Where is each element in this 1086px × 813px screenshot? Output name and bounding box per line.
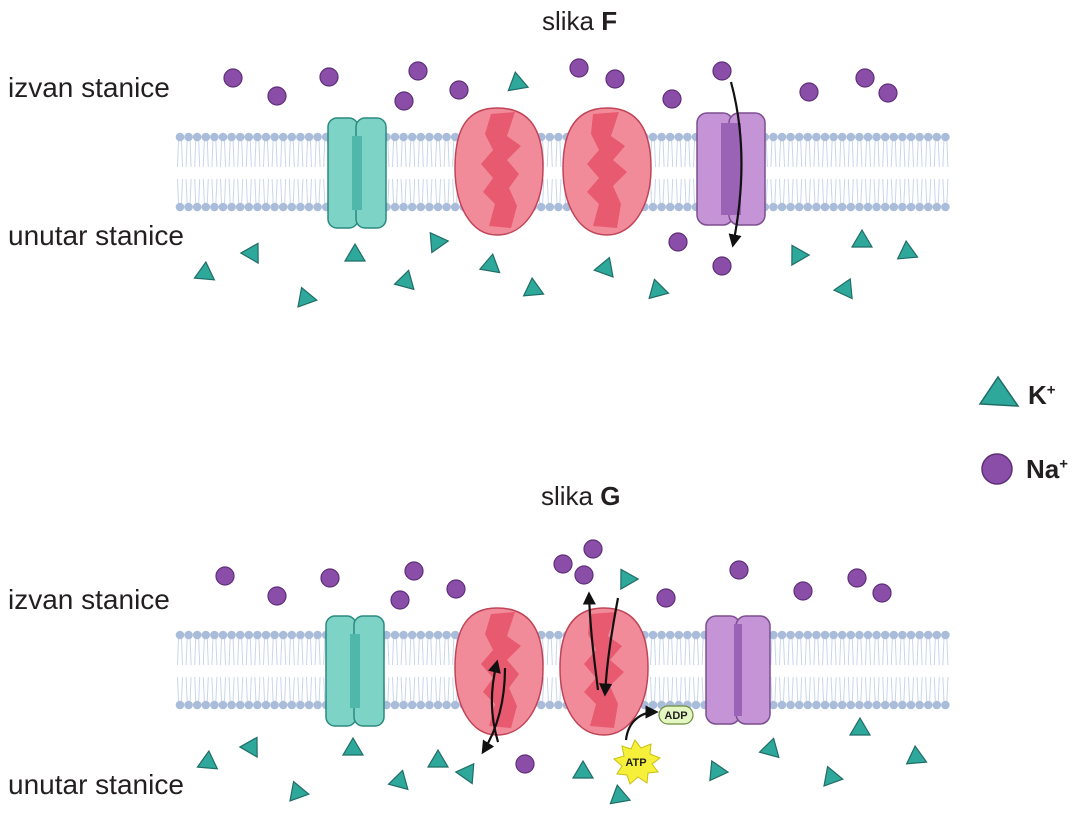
sodium-channel-f (696, 112, 766, 226)
sodium-ion (446, 579, 466, 599)
sodium-ion (662, 89, 682, 109)
pump-arrow-up-left-g (488, 659, 501, 743)
sodium-ion (855, 68, 875, 88)
sodium-ion (404, 561, 424, 581)
potassium-ion (709, 759, 730, 782)
outside-label-g: izvan stanice (8, 584, 170, 615)
outside-label-f: izvan stanice (8, 72, 170, 103)
adp-label: ADP (664, 710, 687, 722)
sodium-ion (656, 588, 676, 608)
ions-panel-g (196, 539, 928, 805)
potassium-ion (609, 783, 632, 805)
sodium-ion (583, 539, 603, 559)
sodium-ion (267, 86, 287, 106)
potassium-ion (343, 242, 367, 262)
title-f: slika F (542, 6, 618, 36)
sodium-ion (553, 554, 573, 574)
potassium-ion (593, 256, 614, 278)
potassium-ion (393, 269, 415, 291)
sodium-ion (408, 61, 428, 81)
sodium-influx-arrow-f (728, 81, 743, 248)
sodium-ion (320, 568, 340, 588)
potassium-ion (758, 737, 780, 759)
sodium-ion (729, 560, 749, 580)
sodium-ion (515, 754, 535, 774)
potassium-ion (896, 239, 919, 260)
sodium-ion (793, 581, 813, 601)
title-g: slika G (541, 481, 621, 511)
sodium-ion (574, 565, 594, 585)
potassium-ion (571, 759, 595, 779)
pump-arrow-up-right-g (582, 591, 600, 691)
sodium-legend-circle-icon (981, 453, 1013, 485)
sodium-ion (878, 83, 898, 103)
potassium-ion (454, 762, 475, 785)
sodium-ion (267, 586, 287, 606)
pump-arrow-down-left-g (481, 667, 507, 755)
potassium-ion (426, 748, 450, 768)
potassium-ion (238, 736, 258, 759)
potassium-ion (905, 744, 928, 765)
potassium-ion (507, 70, 530, 92)
ions-panel-f (193, 58, 919, 308)
potassium-ion (648, 278, 670, 300)
potassium-ion (289, 780, 310, 802)
atp-to-adp-arrow (624, 705, 659, 741)
sodium-ion (712, 256, 732, 276)
potassium-ion (341, 736, 365, 756)
na-k-pump-right-g (559, 607, 649, 736)
sodium-ion (712, 61, 732, 81)
adp-badge: ADP (658, 705, 694, 725)
inside-label-f: unutar stanice (8, 220, 184, 251)
potassium-ion (429, 231, 450, 254)
potassium-ion (478, 252, 501, 274)
sodium-ion (799, 82, 819, 102)
atp-label: ATP (625, 757, 646, 769)
sodium-ion (569, 58, 589, 78)
inside-label-g: unutar stanice (8, 769, 184, 800)
sodium-ion (390, 590, 410, 610)
potassium-ion (297, 286, 318, 308)
potassium-ion (848, 716, 872, 736)
sodium-ion (668, 232, 688, 252)
potassium-ion (387, 769, 409, 791)
sodium-ion (449, 80, 469, 100)
sodium-channel-g (705, 615, 771, 725)
potassium-legend-triangle-icon (978, 375, 1020, 407)
potassium-ion (791, 244, 811, 267)
potassium-channel-f (327, 117, 387, 229)
pump-arrow-down-right-g (599, 597, 620, 697)
sodium-ion (872, 583, 892, 603)
potassium-ion (522, 276, 545, 297)
legend-sodium: Na+ (1026, 454, 1069, 484)
sodium-ion (215, 566, 235, 586)
sodium-ion (394, 91, 414, 111)
potassium-ion (832, 277, 853, 300)
potassium-channel-g (325, 615, 385, 727)
potassium-ion (823, 765, 844, 787)
potassium-ion (193, 260, 216, 281)
sodium-ion (223, 68, 243, 88)
atp-burst-icon: ATP (612, 739, 662, 785)
sodium-ion (605, 69, 625, 89)
potassium-ion (196, 749, 219, 770)
na-k-pump-right-f (562, 107, 652, 236)
sodium-ion (847, 568, 867, 588)
potassium-ion (620, 568, 640, 591)
potassium-ion (239, 242, 259, 265)
legend-potassium: K+ (1028, 380, 1056, 410)
sodium-ion (319, 67, 339, 87)
potassium-ion (850, 228, 874, 248)
na-k-pump-left-f (454, 107, 544, 236)
